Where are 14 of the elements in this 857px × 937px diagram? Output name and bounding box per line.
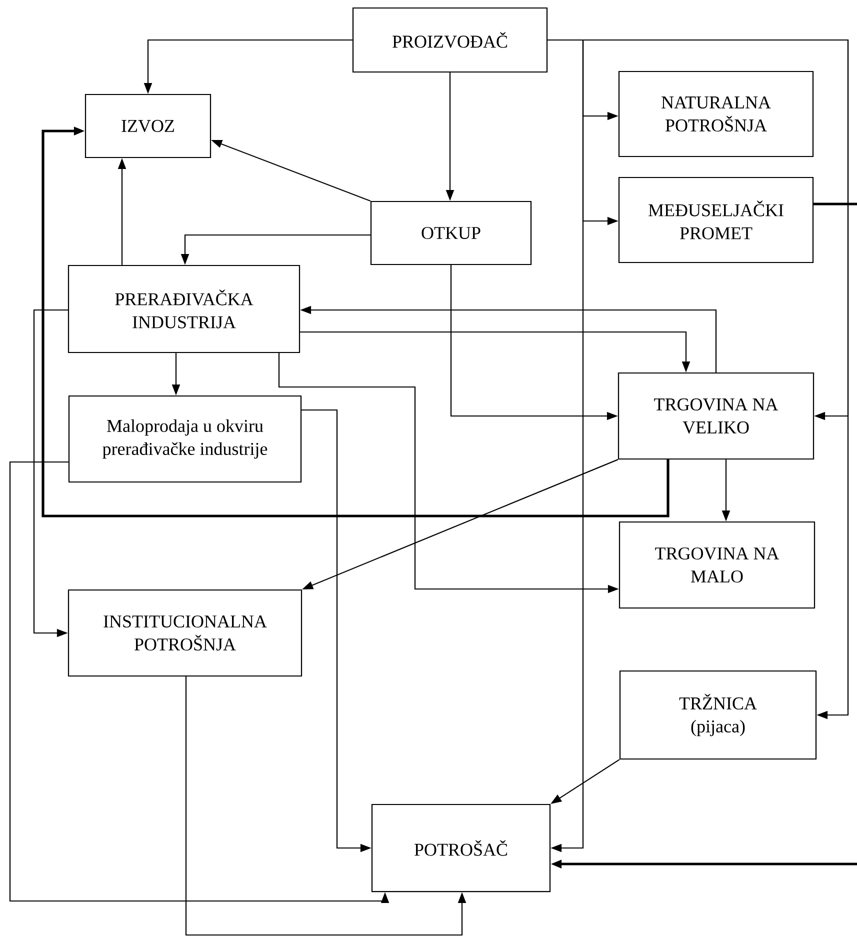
process-box: POTROŠAČ: [371, 804, 551, 892]
process-box: TRGOVINA NA VELIKO: [618, 372, 814, 460]
process-box: Maloprodaja u okviru prerađivačke industrije: [68, 395, 302, 483]
process-box: IZVOZ: [84, 94, 212, 158]
process-box: TRGOVINA NA MALO: [618, 521, 816, 609]
process-box: NATURALNA POTROŠNJA: [618, 70, 814, 158]
process-box: PRERAĐIVAČKA INDUSTRIJA: [68, 264, 300, 354]
process-box: TRŽNICA (pijaca): [619, 670, 817, 760]
arrow: [42, 126, 670, 518]
process-box: MEĐUSELJAČKI PROMET: [618, 176, 814, 264]
process-box: INSTITUCIONALNA POTROŠNJA: [68, 589, 302, 677]
process-box: PROIZVOĐAČ: [352, 7, 548, 73]
process-box: OTKUP: [370, 200, 532, 266]
arrow: [548, 39, 849, 720]
